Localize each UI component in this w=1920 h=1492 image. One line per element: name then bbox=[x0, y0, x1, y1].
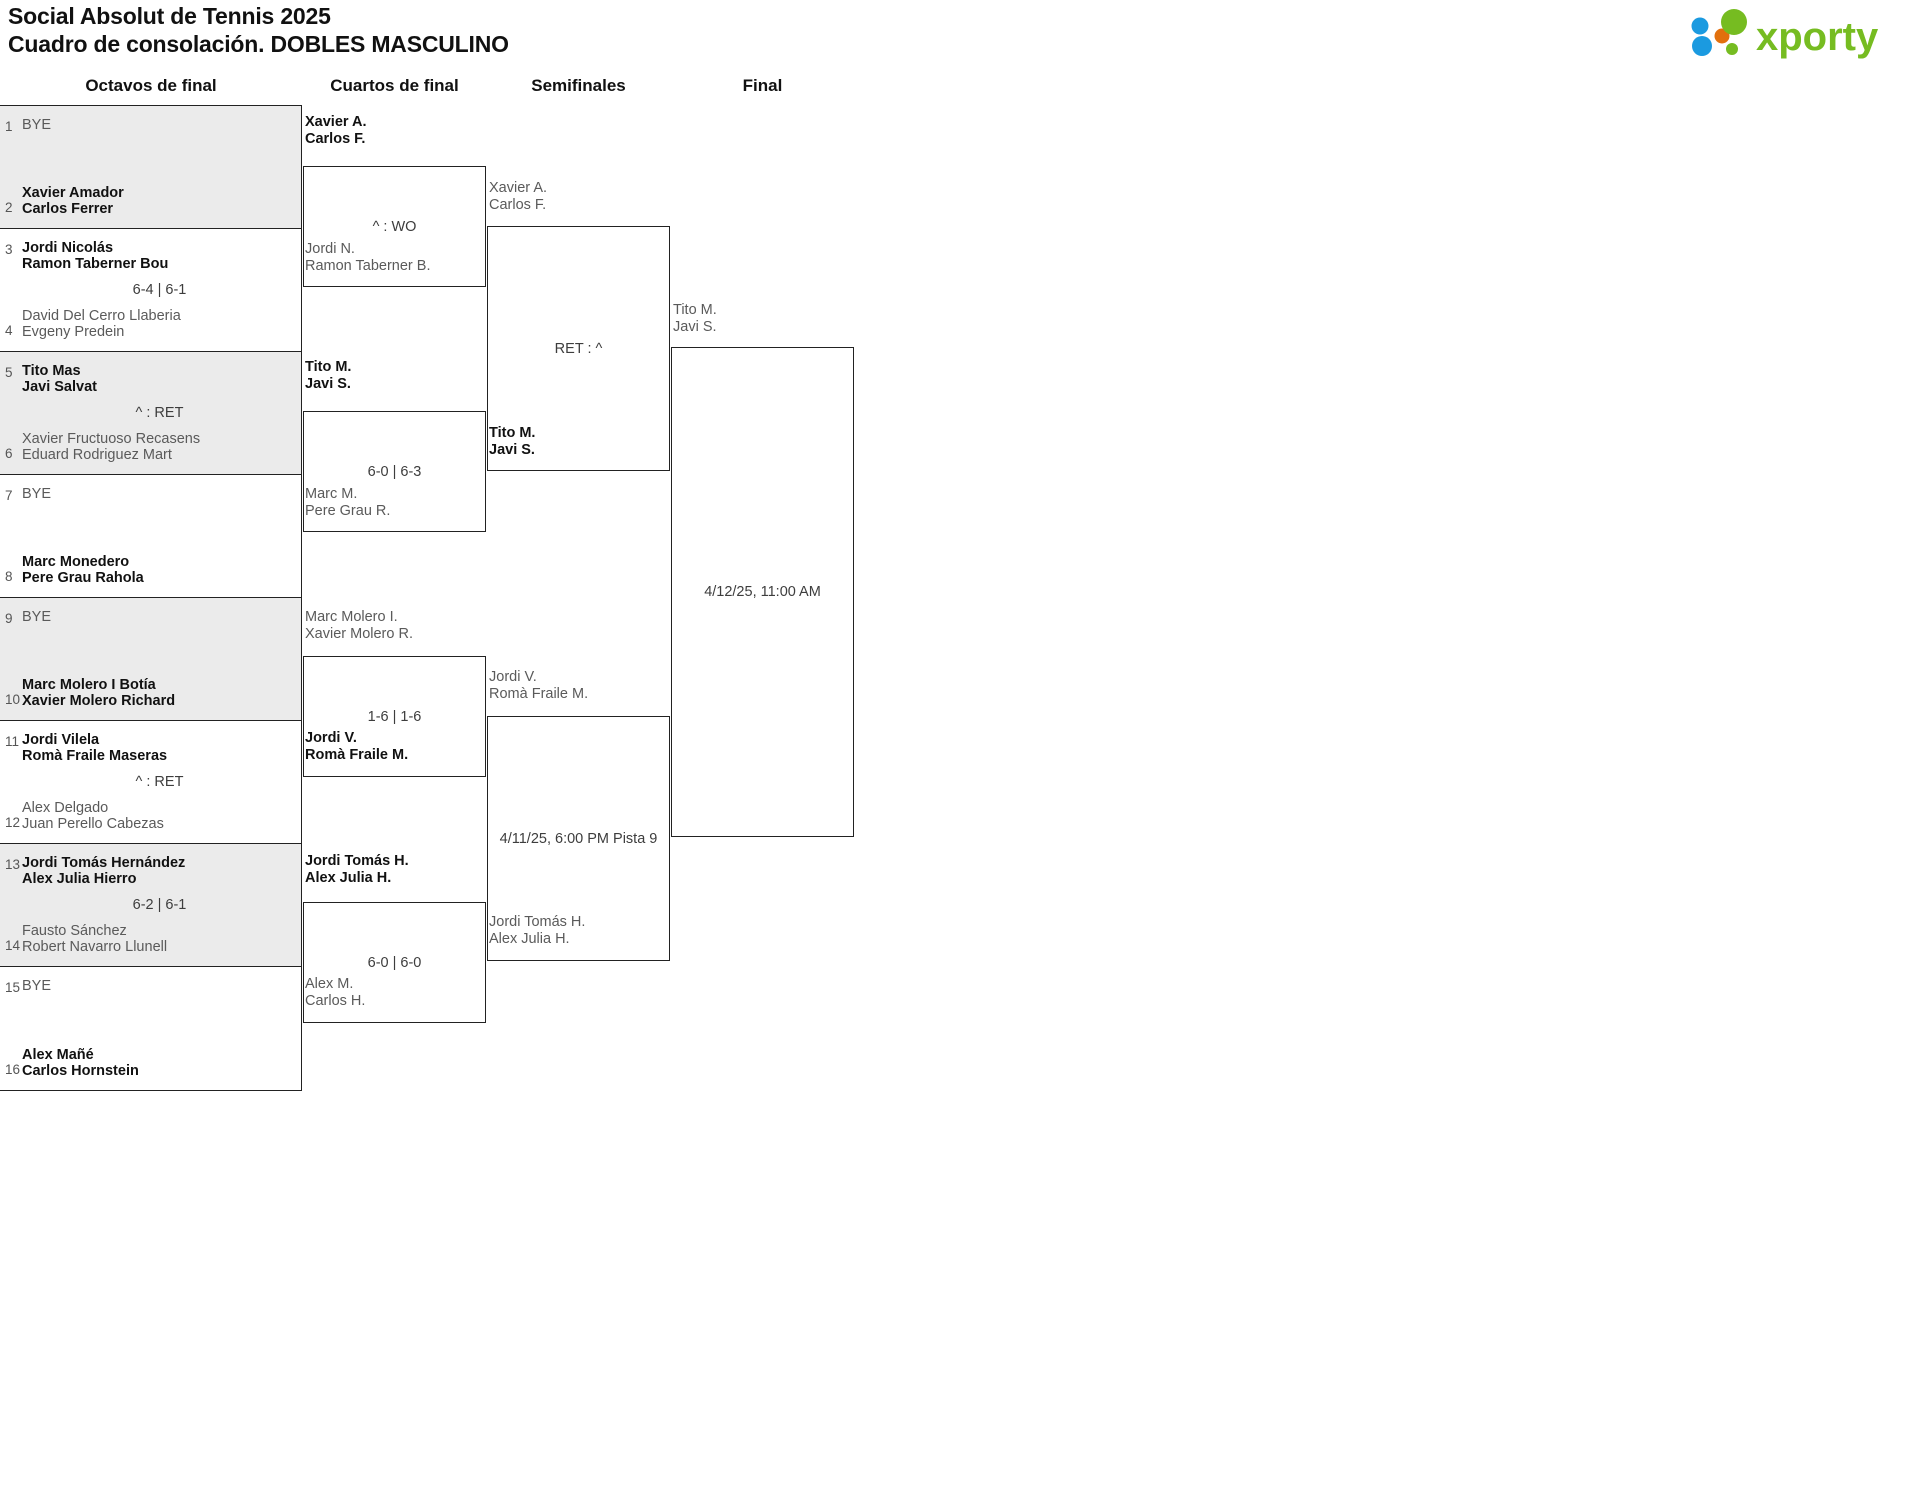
team-slot-top: BYE bbox=[22, 117, 52, 133]
round2-match[interactable]: 6-0 | 6-3 bbox=[303, 411, 486, 532]
match-score: 1-6 | 1-6 bbox=[367, 708, 422, 725]
seed-number: 10 bbox=[5, 692, 21, 707]
round2-team-bottom: Jordi N. Ramon Taberner B. bbox=[305, 241, 431, 274]
team-slot-bottom: Alex Delgado Juan Perello Cabezas bbox=[22, 799, 164, 832]
round-heading-semifinales: Semifinales bbox=[531, 76, 626, 95]
seed-number: 12 bbox=[5, 815, 21, 830]
match-score: 6-0 | 6-0 bbox=[367, 954, 422, 971]
round2-team-bottom: Jordi V. Romà Fraile M. bbox=[305, 730, 409, 763]
match-score: RET : ^ bbox=[554, 340, 603, 357]
round3-team-top: Xavier A. Carlos F. bbox=[489, 180, 548, 213]
round2-team-top: Marc Molero I. Xavier Molero R. bbox=[305, 609, 413, 642]
round2-team-top: Tito M. Javi S. bbox=[305, 359, 352, 392]
team-slot-bottom: Fausto Sánchez Robert Navarro Llunell bbox=[22, 922, 168, 955]
round3-team-bottom: Tito M. Javi S. bbox=[489, 425, 536, 458]
round4-match[interactable]: 4/12/25, 11:00 AM bbox=[671, 347, 854, 837]
tournament-name: Social Absolut de Tennis 2025 bbox=[8, 3, 331, 29]
seed-number: 8 bbox=[5, 569, 13, 584]
round2-match[interactable]: ^ : WO bbox=[303, 166, 486, 287]
match-schedule: 4/12/25, 11:00 AM bbox=[704, 584, 821, 600]
match-score: ^ : WO bbox=[372, 218, 417, 235]
page-title: Social Absolut de Tennis 2025 Cuadro de … bbox=[8, 2, 509, 58]
round1-match[interactable]: 13 Jordi Tomás Hernández Alex Julia Hier… bbox=[0, 844, 301, 967]
seed-number: 7 bbox=[5, 488, 13, 503]
seed-number: 5 bbox=[5, 365, 13, 380]
team-slot-top: Jordi Nicolás Ramon Taberner Bou bbox=[22, 240, 169, 273]
team-slot-top: BYE bbox=[22, 609, 52, 625]
round2-team-top: Xavier A. Carlos F. bbox=[305, 114, 367, 147]
team-slot-bottom: David Del Cerro Llaberia Evgeny Predein bbox=[22, 307, 181, 340]
round3-match[interactable]: RET : ^ bbox=[487, 226, 670, 471]
round1-match[interactable]: 1 BYE 2 Xavier Amador Carlos Ferrer bbox=[0, 106, 301, 229]
round-octavos: 1 BYE 2 Xavier Amador Carlos Ferrer 3 Jo… bbox=[0, 105, 302, 1091]
round1-match[interactable]: 15 BYE 16 Alex Mañé Carlos Hornstein bbox=[0, 967, 301, 1090]
round1-match[interactable]: 7 BYE 8 Marc Monedero Pere Grau Rahola bbox=[0, 475, 301, 598]
round1-match[interactable]: 3 Jordi Nicolás Ramon Taberner Bou 6-4 |… bbox=[0, 229, 301, 352]
round4-team-top: Tito M. Javi S. bbox=[673, 302, 717, 335]
team-slot-top: BYE bbox=[22, 978, 52, 994]
match-score: 6-0 | 6-3 bbox=[367, 463, 422, 480]
seed-number: 13 bbox=[5, 857, 21, 872]
round2-match[interactable]: 1-6 | 1-6 bbox=[303, 656, 486, 777]
team-slot-bottom: Xavier Amador Carlos Ferrer bbox=[22, 184, 124, 217]
svg-text:xporty: xporty bbox=[1756, 15, 1879, 59]
match-score: ^ : RET bbox=[135, 405, 184, 421]
seed-number: 15 bbox=[5, 980, 21, 995]
team-slot-bottom: Marc Molero I Botía Xavier Molero Richar… bbox=[22, 676, 176, 709]
round3-match[interactable]: 4/11/25, 6:00 PM Pista 9 bbox=[487, 716, 670, 961]
seed-number: 1 bbox=[5, 119, 13, 134]
team-slot-top: Tito Mas Javi Salvat bbox=[22, 363, 97, 396]
team-slot-bottom: Marc Monedero Pere Grau Rahola bbox=[22, 553, 144, 586]
round-heading-cuartos: Cuartos de final bbox=[330, 76, 459, 95]
round2-team-bottom: Alex M. Carlos H. bbox=[305, 976, 366, 1009]
seed-number: 11 bbox=[5, 734, 20, 749]
seed-number: 2 bbox=[5, 200, 13, 215]
xporty-logo: xporty bbox=[1674, 8, 1904, 64]
draw-subtitle: Cuadro de consolación. DOBLES MASCULINO bbox=[8, 31, 509, 58]
match-score: 6-2 | 6-1 bbox=[132, 897, 187, 913]
round-heading-octavos: Octavos de final bbox=[85, 76, 217, 95]
seed-number: 3 bbox=[5, 242, 13, 257]
round2-team-bottom: Marc M. Pere Grau R. bbox=[305, 486, 391, 519]
round-heading-final: Final bbox=[742, 76, 783, 95]
round1-match[interactable]: 9 BYE 10 Marc Molero I Botía Xavier Mole… bbox=[0, 598, 301, 721]
match-score: ^ : RET bbox=[135, 774, 184, 790]
team-slot-bottom: Alex Mañé Carlos Hornstein bbox=[22, 1046, 139, 1079]
seed-number: 16 bbox=[5, 1062, 21, 1077]
round2-team-top: Jordi Tomás H. Alex Julia H. bbox=[305, 853, 409, 886]
seed-number: 9 bbox=[5, 611, 13, 626]
seed-number: 6 bbox=[5, 446, 13, 461]
team-slot-top: Jordi Vilela Romà Fraile Maseras bbox=[22, 732, 168, 765]
round1-match[interactable]: 5 Tito Mas Javi Salvat ^ : RET 6 Xavier … bbox=[0, 352, 301, 475]
team-slot-top: Jordi Tomás Hernández Alex Julia Hierro bbox=[22, 855, 186, 888]
round3-team-bottom: Jordi Tomás H. Alex Julia H. bbox=[489, 914, 586, 947]
match-schedule: 4/11/25, 6:00 PM Pista 9 bbox=[499, 830, 658, 847]
team-slot-bottom: Xavier Fructuoso Recasens Eduard Rodrigu… bbox=[22, 430, 201, 463]
seed-number: 14 bbox=[5, 938, 21, 953]
round3-team-top: Jordi V. Romà Fraile M. bbox=[489, 669, 589, 702]
seed-number: 4 bbox=[5, 323, 13, 338]
round2-match[interactable]: 6-0 | 6-0 bbox=[303, 902, 486, 1023]
round1-match[interactable]: 11 Jordi Vilela Romà Fraile Maseras ^ : … bbox=[0, 721, 301, 844]
match-score: 6-4 | 6-1 bbox=[132, 282, 187, 298]
team-slot-top: BYE bbox=[22, 486, 52, 502]
